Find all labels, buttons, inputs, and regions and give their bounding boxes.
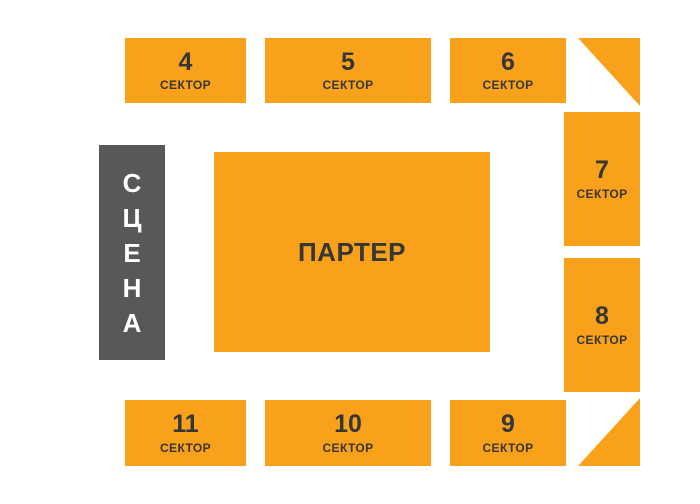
sector-10-label: СЕКТОР — [322, 440, 374, 455]
sector-8[interactable]: 8 СЕКТОР — [564, 258, 640, 392]
sector-parterre[interactable]: ПАРТЕР — [214, 152, 490, 352]
sector-4-label: СЕКТОР — [159, 78, 212, 93]
corner-shape-bottom-right — [578, 398, 640, 466]
sector-7-number: 7 — [595, 156, 609, 185]
sector-6[interactable]: 6 СЕКТОР — [450, 38, 566, 103]
sector-11-label: СЕКТОР — [159, 440, 212, 455]
parterre-label: ПАРТЕР — [297, 236, 407, 267]
sector-10[interactable]: 10 СЕКТОР — [265, 400, 431, 466]
sector-8-label: СЕКТОР — [576, 332, 628, 347]
sector-5-number: 5 — [341, 47, 355, 76]
sector-6-label: СЕКТОР — [482, 78, 534, 93]
sector-5[interactable]: 5 СЕКТОР — [265, 38, 431, 103]
sector-7-label: СЕКТОР — [576, 186, 628, 201]
sector-9-label: СЕКТОР — [482, 440, 534, 455]
stage-letter: Ц — [122, 202, 142, 233]
sector-10-number: 10 — [334, 410, 362, 439]
corner-shape-top-right — [578, 38, 640, 106]
sector-4[interactable]: 4 СЕКТОР — [125, 38, 246, 103]
sector-5-label: СЕКТОР — [322, 78, 374, 93]
stage-letter: А — [122, 307, 142, 338]
stage-letter: С — [122, 167, 142, 198]
sector-11[interactable]: 11 СЕКТОР — [125, 400, 246, 466]
sector-6-number: 6 — [501, 47, 515, 76]
sector-8-number: 8 — [595, 302, 609, 331]
sector-11-number: 11 — [172, 410, 199, 439]
stage-letter: Н — [122, 272, 142, 303]
sector-7[interactable]: 7 СЕКТОР — [564, 112, 640, 246]
sector-9-number: 9 — [501, 410, 515, 439]
sector-4-number: 4 — [178, 47, 193, 76]
stage-letter: Е — [123, 237, 141, 268]
stage: С Ц Е Н А — [99, 145, 165, 360]
sector-9[interactable]: 9 СЕКТОР — [450, 400, 566, 466]
